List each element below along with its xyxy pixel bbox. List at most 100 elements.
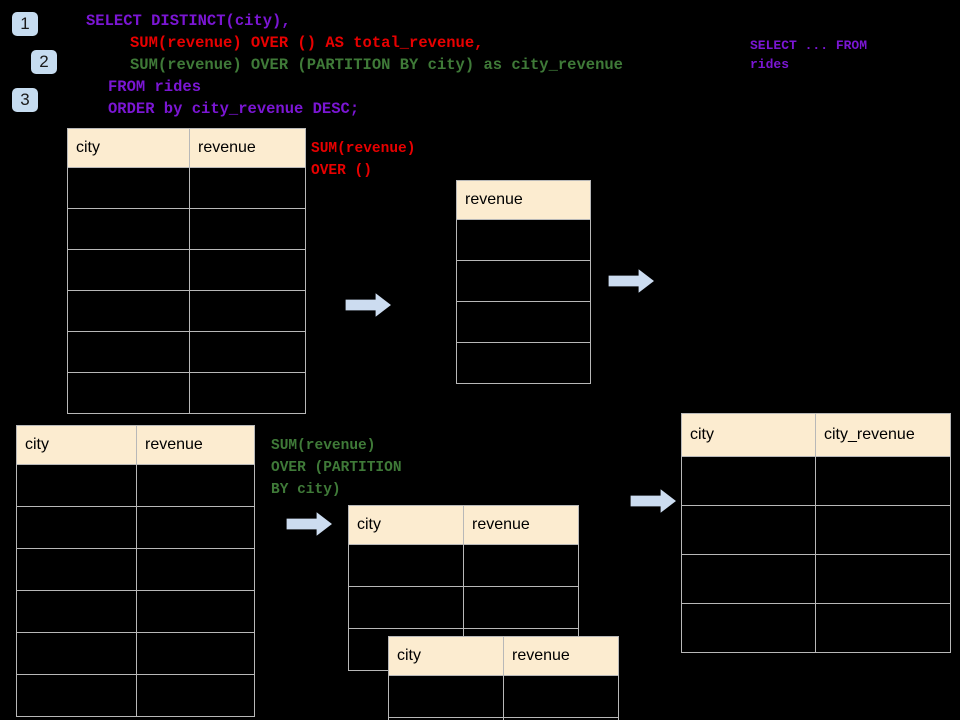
flow-arrow-icon: [607, 266, 656, 296]
table-row: [67, 290, 306, 332]
sql-line-3: SUM(revenue) OVER (PARTITION BY city) as…: [130, 56, 623, 74]
column-header-revenue: revenue: [456, 180, 591, 220]
table-cell: [16, 506, 137, 549]
column-header-city: city: [16, 425, 137, 465]
table-cell: [189, 290, 306, 332]
table-cell: [16, 632, 137, 675]
column-header-city: city: [67, 128, 190, 168]
table-cell: [136, 548, 255, 591]
sql-line-2: SUM(revenue) OVER () AS total_revenue,: [130, 34, 484, 52]
table-row: [16, 674, 255, 717]
column-header-revenue: revenue: [189, 128, 306, 168]
table-row: [681, 554, 951, 604]
table-header-row: revenue: [456, 180, 591, 220]
table-cell: [815, 603, 951, 653]
table-cell: [348, 586, 464, 629]
table-cell: [189, 372, 306, 414]
column-header-city: city: [348, 505, 464, 545]
table-cell: [67, 249, 190, 291]
table-cell: [189, 249, 306, 291]
table-row: [456, 219, 591, 261]
sql-line-1: SELECT DISTINCT(city),: [86, 12, 291, 30]
table-cell: [456, 301, 591, 343]
table-cell: [815, 456, 951, 506]
table-row: [67, 249, 306, 291]
column-header-revenue: revenue: [463, 505, 579, 545]
select-from-rides-note: SELECT ... FROM rides: [750, 38, 868, 72]
step-badge-1: 1: [12, 12, 38, 36]
table-cell: [463, 586, 579, 629]
table-cell: [16, 464, 137, 507]
table-cell: [136, 506, 255, 549]
step-badge-2: 2: [31, 50, 57, 74]
annotation-over-partition: SUM(revenue) OVER (PARTITION BY city): [271, 438, 402, 498]
table-cell: [503, 717, 619, 720]
flow-arrow-icon: [285, 509, 334, 539]
table-cell: [16, 674, 137, 717]
table-row: [16, 506, 255, 549]
table-cell: [136, 674, 255, 717]
table-cell: [815, 505, 951, 555]
column-header-revenue: revenue: [503, 636, 619, 676]
table-cell: [681, 456, 816, 506]
table-row: [67, 331, 306, 373]
table-cell: [681, 505, 816, 555]
annotation-over-empty: SUM(revenue) OVER (): [311, 141, 416, 179]
table-cell: [348, 544, 464, 587]
table-row: [16, 548, 255, 591]
table-cell: [189, 167, 306, 209]
table-cell: [456, 342, 591, 384]
table-row: [16, 632, 255, 675]
table-cell: [67, 167, 190, 209]
table-row: [16, 590, 255, 633]
table-cell: [67, 372, 190, 414]
table-row: [456, 342, 591, 384]
column-header-city: city: [681, 413, 816, 457]
table-cell: [67, 331, 190, 373]
table-cell: [67, 290, 190, 332]
column-header-city: city: [388, 636, 504, 676]
table-cell: [16, 590, 137, 633]
table-row: [388, 675, 619, 718]
table-cell: [456, 260, 591, 302]
table-row: [456, 260, 591, 302]
table-row: [456, 301, 591, 343]
step-badge-3: 3: [12, 88, 38, 112]
sql-query-block: SELECT DISTINCT(city), SUM(revenue) OVER …: [86, 10, 623, 120]
flow-arrow-icon: [344, 290, 393, 320]
table-cell: [681, 554, 816, 604]
table-cell: [456, 219, 591, 261]
table-row: [67, 208, 306, 250]
table-row: [681, 603, 951, 653]
table-cell: [136, 464, 255, 507]
flow-arrow-icon: [629, 486, 678, 516]
column-header-city_revenue: city_revenue: [815, 413, 951, 457]
table-row: [388, 717, 619, 720]
table-row: [681, 505, 951, 555]
table-row: [67, 167, 306, 209]
table-cell: [815, 554, 951, 604]
table-cell: [16, 548, 137, 591]
table-cell: [136, 632, 255, 675]
table-cell: [189, 331, 306, 373]
sql-line-4: FROM rides: [108, 78, 202, 96]
table-cell: [388, 675, 504, 718]
table-cell: [67, 208, 190, 250]
table-row: [67, 372, 306, 414]
table-row: [16, 464, 255, 507]
table-cell: [681, 603, 816, 653]
sql-line-5: ORDER by city_revenue DESC;: [108, 100, 360, 118]
table-total-revenue: revenue: [456, 180, 591, 384]
table-row: [681, 456, 951, 506]
table-cell: [189, 208, 306, 250]
